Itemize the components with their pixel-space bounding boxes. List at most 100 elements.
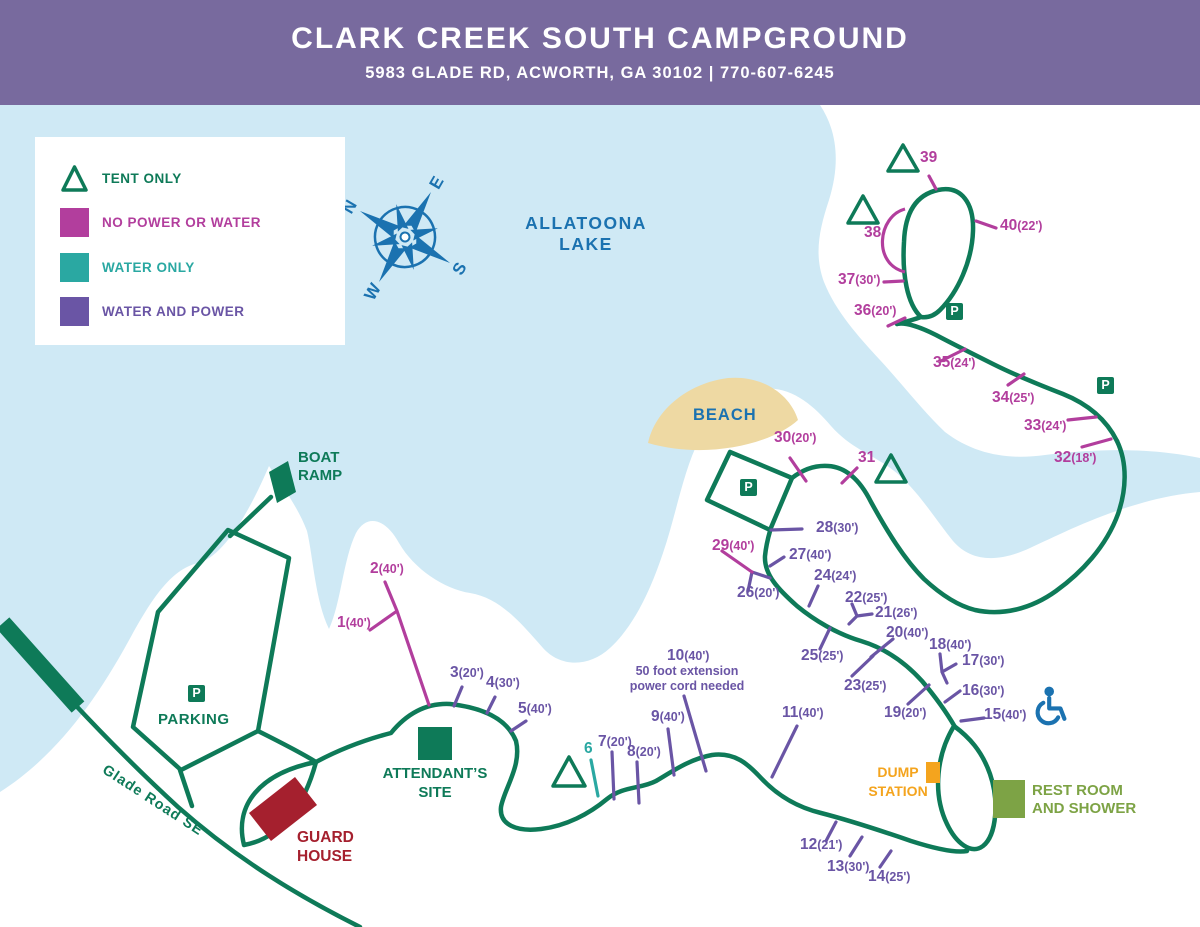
legend-item-no-power-water: NO POWER OR WATER [60, 207, 261, 237]
site-label-35: 35(24') [933, 354, 976, 371]
site-ticks-magenta [368, 174, 1113, 707]
legend-item-tent-only: TENT ONLY [60, 163, 182, 193]
legend-label: WATER ONLY [102, 259, 195, 275]
site-label-31: 31 [858, 449, 876, 466]
beach-label: BEACH [693, 406, 757, 424]
site-label-21: 21(26') [875, 604, 918, 621]
site-label-13: 13(30') [827, 858, 870, 875]
guard-house-icon [249, 777, 317, 841]
site-label-1: 1(40') [337, 614, 371, 631]
site-label-30: 30(20') [774, 429, 817, 446]
magenta-square-icon [60, 207, 89, 237]
site-label-36: 36(20') [854, 302, 897, 319]
legend-label: NO POWER OR WATER [102, 214, 261, 230]
site-label-12: 12(21') [800, 836, 843, 853]
restroom-label: REST ROOM AND SHOWER [1032, 782, 1137, 817]
site-label-19: 19(20') [884, 704, 927, 721]
page-title: CLARK CREEK SOUTH CAMPGROUND [291, 22, 909, 55]
site-label-38: 38 [864, 224, 882, 241]
site-label-28: 28(30') [816, 519, 859, 536]
site-label-15: 15(40') [984, 706, 1027, 723]
compass-rose: N E S W [338, 173, 471, 303]
tent-icon [874, 453, 908, 484]
purple-square-icon [60, 296, 89, 326]
site-label-26: 26(20') [737, 584, 780, 601]
site-label-33: 33(24') [1024, 417, 1067, 434]
boat-ramp-label: BOAT RAMP [298, 449, 343, 484]
site-label-14: 14(25') [868, 868, 911, 885]
northeast-road [894, 321, 1120, 444]
site-label-32: 32(18') [1054, 449, 1097, 466]
compass-s: S [449, 259, 471, 278]
site-label-4: 4(30') [486, 674, 520, 691]
tent-icon [846, 194, 880, 225]
tent-triangle-icon [60, 164, 89, 193]
legend-box: TENT ONLY NO POWER OR WATER WATER ONLY W… [35, 137, 345, 345]
parking-label: PARKING [158, 711, 230, 728]
site-38-spur [880, 207, 906, 274]
address-phone: 5983 GLADE RD, ACWORTH, GA 30102 | 770-6… [365, 64, 835, 82]
legend-item-water-power: WATER AND POWER [60, 296, 245, 326]
teal-square-icon [60, 252, 89, 282]
site-label-23: 23(25') [844, 677, 887, 694]
site-label-16: 16(30') [962, 682, 1005, 699]
site-label-3: 3(20') [450, 664, 484, 681]
parking-lot-stub [177, 767, 195, 809]
legend-label: TENT ONLY [102, 170, 182, 186]
beach-area [648, 377, 798, 451]
site-label-25: 25(25') [801, 647, 844, 664]
site-label-17: 17(30') [962, 652, 1005, 669]
main-camp-road [313, 701, 970, 854]
site-label-24: 24(24') [814, 567, 857, 584]
pear-loop [894, 186, 976, 327]
header-banner: CLARK CREEK SOUTH CAMPGROUND 5983 GLADE … [0, 0, 1200, 105]
parking-p-icon: P [946, 303, 963, 320]
land-northeast [818, 105, 1200, 458]
site-label-9: 9(40') [651, 708, 685, 725]
site-tick-teal [589, 758, 600, 798]
site-label-10: 10(40') [667, 647, 710, 664]
site-label-11: 11(40') [782, 704, 824, 721]
tent-icon [886, 143, 920, 173]
attendant-site-label: ATTENDANT’S SITE [382, 765, 488, 801]
guard-house-label: GUARD HOUSE [297, 829, 354, 865]
attendant-site-icon [418, 727, 452, 760]
restroom-icon [993, 780, 1025, 818]
site-label-29: 29(40') [712, 537, 755, 554]
lake-name: ALLATOONA LAKE [525, 213, 647, 254]
site-label-8: 8(20') [627, 743, 661, 760]
legend-item-water-only: WATER ONLY [60, 252, 195, 282]
site-label-20: 20(40') [886, 624, 929, 641]
site-label-39: 39 [920, 149, 938, 166]
dump-station-icon [926, 762, 940, 783]
compass-w: W [360, 279, 385, 303]
parking-p-icon: P [740, 479, 757, 496]
wheelchair-icon [1035, 686, 1067, 726]
site-label-7: 7(20') [598, 733, 632, 750]
site-label-5: 5(40') [518, 700, 552, 717]
site-label-6: 6 [584, 740, 593, 757]
inner-road [762, 528, 958, 730]
site-ticks-purple [452, 527, 986, 869]
site-label-34: 34(25') [992, 389, 1035, 406]
road-to-parking [255, 728, 319, 765]
site-label-2: 2(40') [370, 560, 404, 577]
site-label-37: 37(30') [838, 271, 881, 288]
parking-p-icon: P [1097, 377, 1114, 394]
dump-station-label: DUMP STATION [868, 764, 928, 799]
site-label-27: 27(40') [789, 546, 832, 563]
site-10-note: 50 foot extension power cord needed [629, 664, 745, 693]
boat-ramp-icon [269, 461, 296, 503]
lake-inlet [928, 430, 1013, 508]
site-label-18: 18(40') [929, 636, 972, 653]
glade-road-entrance [0, 617, 85, 713]
boat-ramp-road [227, 494, 274, 539]
site-label-22: 22(25') [845, 589, 888, 606]
parking-p-icon: P [188, 685, 205, 702]
site-label-40: 40(22') [1000, 217, 1043, 234]
land-south [0, 388, 1200, 927]
legend-label: WATER AND POWER [102, 303, 245, 319]
hill-road [789, 438, 1127, 615]
